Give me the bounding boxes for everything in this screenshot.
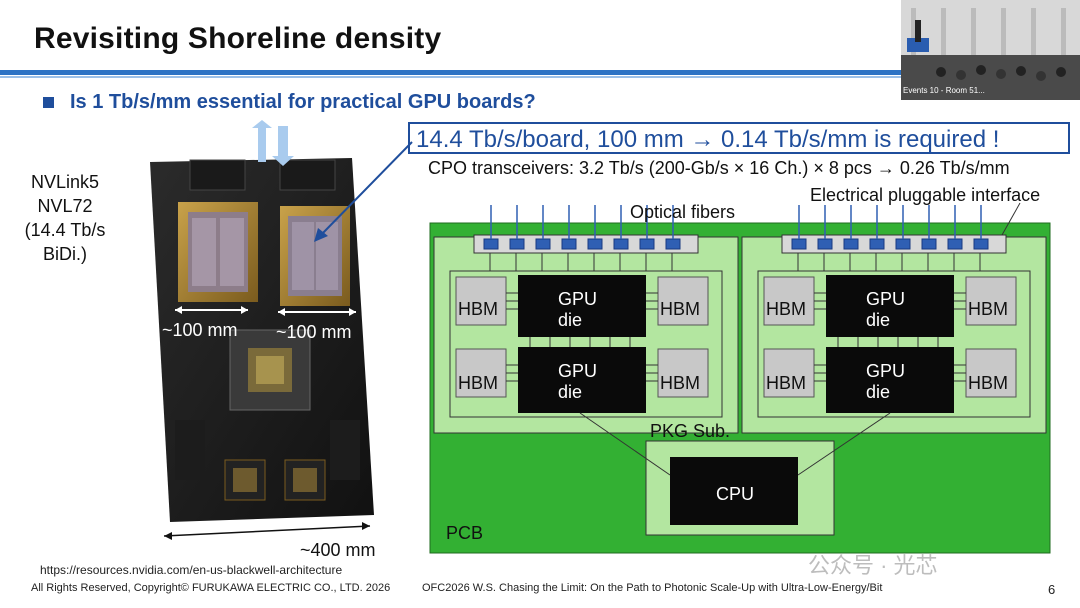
dimension-bottom: ~400 mm (300, 540, 376, 560)
conference-text: OFC2026 W.S. Chasing the Limit: On the P… (422, 582, 883, 594)
gpu-die-line1: GPU (866, 289, 906, 309)
gpu-die-line2: die (558, 382, 583, 402)
electrical-interface-label: Electrical pluggable interface (810, 185, 1041, 205)
diagram-svg (429, 202, 1051, 554)
hbm-label: HBM (458, 299, 498, 319)
page-number: 6 (1048, 582, 1056, 597)
bullet-question: Is 1 Tb/s/mm essential for practical GPU… (70, 91, 536, 113)
hbm-label: HBM (766, 373, 806, 393)
hbm-label: HBM (660, 299, 700, 319)
nvlink-line-4: BiDi.) (43, 244, 87, 264)
gpu-die-label: GPU die (866, 289, 905, 331)
dimension-right: ~100 mm (276, 322, 352, 342)
hbm-label: HBM (660, 373, 700, 393)
dimension-left: ~100 mm (162, 320, 238, 340)
gpu-die-label: GPU die (866, 361, 905, 403)
transceivers-right (791, 238, 989, 250)
requirement-callout: 14.4 Tb/s/board, 100 mm → 0.14 Tb/s/mm i… (408, 122, 1070, 154)
cpo-board-diagram: Optical fibers Electrical pluggable inte… (420, 185, 1060, 560)
slide-title: Revisiting Shoreline density (34, 22, 442, 55)
gpu-die-line1: GPU (558, 289, 598, 309)
nvlink-line-1: NVLink5 (30, 172, 100, 192)
gpu-die-line2: die (866, 310, 891, 330)
title-underline-light (0, 76, 1080, 78)
gpu-die-line1: GPU (558, 361, 598, 381)
pcb-label: PCB (446, 523, 484, 543)
up-arrow-icon (252, 120, 272, 162)
copyright-text: All Rights Reserved, Copyright© FURUKAWA… (31, 582, 391, 594)
bullet-square-icon (43, 97, 54, 108)
watermark: 公众号 · 光芯 (808, 553, 938, 578)
optical-fibers (490, 205, 982, 239)
gpu-die-right-bottom (826, 347, 954, 413)
speaker-video-thumbnail[interactable]: Events 10 - Room 51... (901, 0, 1080, 100)
nvlink-line-3: (14.4 Tb/s (24, 220, 106, 240)
source-url[interactable]: https://resources.nvidia.com/en-us-black… (40, 563, 343, 577)
gpu-die-label: GPU die (558, 289, 597, 331)
hbm-label: HBM (458, 373, 498, 393)
hbm-label: HBM (968, 373, 1008, 393)
hbm-label: HBM (766, 299, 806, 319)
gpu-die-label: GPU die (558, 361, 597, 403)
gpu-die-right-top (826, 275, 954, 337)
video-frame (901, 0, 1080, 100)
hbm-label: HBM (968, 299, 1008, 319)
gpu-die-line2: die (866, 382, 891, 402)
nvlink-line-2: NVL72 (37, 196, 93, 216)
gpu-die-line1: GPU (866, 361, 906, 381)
cpu-chip (670, 457, 798, 525)
down-arrow-icon (272, 126, 294, 166)
cpu-label: CPU (716, 484, 755, 504)
video-caption: Events 10 - Room 51... (903, 86, 985, 95)
nvlink-label: NVLink5 NVL72 (14.4 Tb/s BiDi.) (10, 170, 120, 266)
gpu-die-left-top (518, 275, 646, 337)
gpu-board-photo (150, 120, 374, 540)
gpu-die-line2: die (558, 310, 583, 330)
callout-pointer (314, 141, 413, 242)
gpu-die-left-bottom (518, 347, 646, 413)
optical-fibers-label: Optical fibers (630, 202, 736, 222)
cpo-transceiver-line: CPO transceivers: 3.2 Tb/s (200-Gb/s × 1… (428, 158, 1010, 178)
title-underline (0, 70, 1080, 75)
pkg-sub-label: PKG Sub. (650, 421, 731, 441)
